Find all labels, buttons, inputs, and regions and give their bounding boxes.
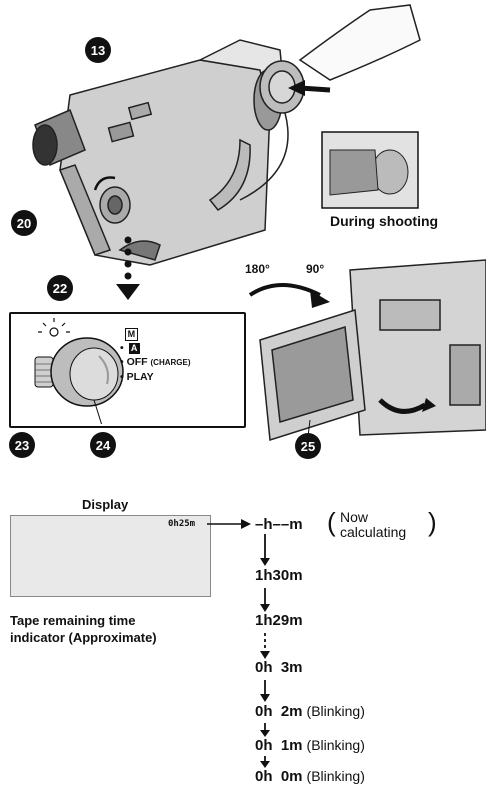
mode-play-label: PLAY <box>126 371 154 383</box>
mode-auto: • A <box>120 341 191 355</box>
display-screen <box>10 515 211 597</box>
step-value: 1h29m <box>255 612 303 629</box>
manual-mode-icon: M <box>124 328 138 341</box>
step-value: 0h 0m <box>255 768 303 785</box>
during-shooting-caption: During shooting <box>330 213 439 229</box>
callout-13: 13 <box>85 37 111 63</box>
tape-remaining-caption: Tape remaining time indicator (Approxima… <box>10 612 157 646</box>
callout-20: 20 <box>11 210 37 236</box>
step-value: 0h 3m <box>255 659 303 676</box>
tape-caption-line2: indicator (Approximate) <box>10 630 157 645</box>
tape-remaining-indicator: 0h25m <box>168 519 196 529</box>
step-value: 0h 1m <box>255 737 303 754</box>
paren-open: ( <box>327 507 336 537</box>
sequence-step: 1h30m <box>255 567 303 584</box>
step-value: 1h30m <box>255 567 303 584</box>
sequence-step: 0h 0m(Blinking) <box>255 768 365 785</box>
display-title: Display <box>82 497 129 512</box>
step-note: (Blinking) <box>306 737 365 753</box>
sequence-calculating: –h––m <box>255 516 303 533</box>
mode-play: • PLAY <box>120 371 154 383</box>
tilt-arrow <box>248 283 321 297</box>
camcorder-illustration <box>32 4 421 300</box>
calculating-note-line2: calculating <box>340 524 407 540</box>
camcorder-body-drawing <box>32 39 286 266</box>
step-note: (Blinking) <box>306 768 365 784</box>
mode-off: • OFF (CHARGE) <box>120 356 191 368</box>
callout-23: 23 <box>9 432 35 458</box>
sequence-step: 1h29m <box>255 612 303 629</box>
sequence-step: 0h 1m(Blinking) <box>255 737 365 754</box>
mode-off-label: OFF <box>126 356 148 368</box>
tape-caption-line1: Tape remaining time <box>10 613 136 628</box>
step-value: 0h 2m <box>255 703 303 720</box>
sequence-arrows <box>260 534 270 768</box>
indicator-connector-arrow <box>207 519 251 529</box>
power-switch-drawing <box>34 318 124 424</box>
shooting-inset-drawing <box>321 131 419 209</box>
auto-mode-icon: A <box>128 343 140 354</box>
rotate-arrow <box>378 398 427 414</box>
sequence-step: 0h 2m(Blinking) <box>255 703 365 720</box>
mode-manual: M <box>120 327 191 341</box>
angle-90-label: 90° <box>306 262 325 276</box>
lens-cap-drawing <box>239 4 421 201</box>
step-note: (Blinking) <box>306 703 365 719</box>
lamp-icon <box>38 318 70 337</box>
callout-24: 24 <box>90 432 116 458</box>
dotted-arrow <box>116 236 140 300</box>
calculating-note-line1: Now <box>340 509 369 525</box>
lcd-rotation-illustration <box>248 259 486 446</box>
callout-22: 22 <box>47 275 73 301</box>
paren-close: ) <box>428 507 437 537</box>
calculating-note: Now calculating <box>340 510 406 540</box>
mode-list: M • A • OFF (CHARGE) • PLAY <box>120 327 191 384</box>
mode-charge-label: (CHARGE) <box>150 358 191 367</box>
angle-180-label: 180° <box>245 262 270 276</box>
sequence-step: 0h 3m <box>255 659 303 676</box>
